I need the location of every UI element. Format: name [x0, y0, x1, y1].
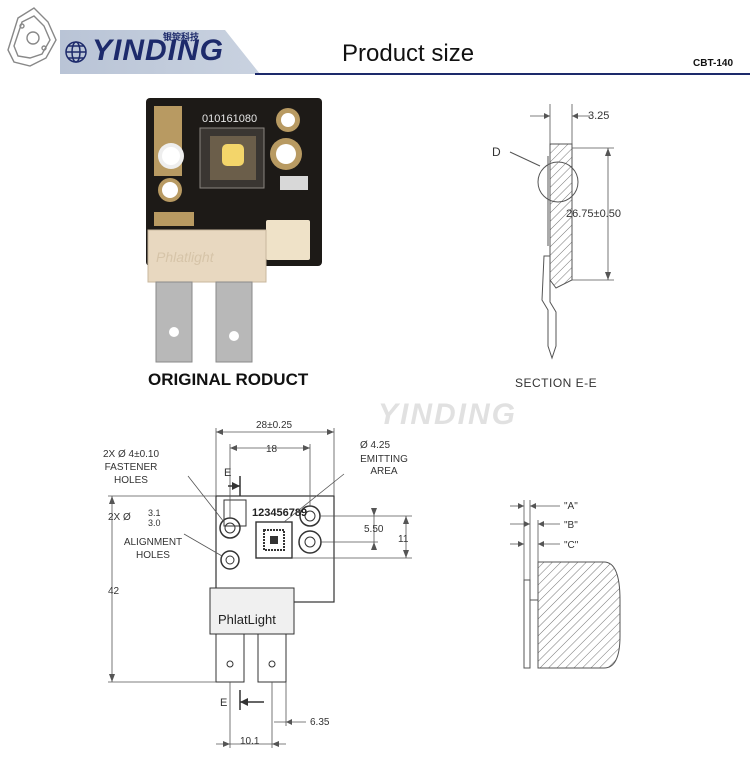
- header-banner: [7, 7, 750, 75]
- connector-brand-text: PhlatLight: [218, 612, 276, 627]
- alignment-holes-prefix: 2X Ø: [108, 512, 131, 523]
- alignment-tolerance-lower: 3.0: [148, 518, 161, 528]
- photo-connector-brand: Phlatlight: [156, 249, 215, 265]
- brand-logo-text: YINDING: [92, 34, 225, 67]
- model-code: CBT-140: [693, 58, 734, 69]
- globe-logo-icon: [65, 41, 87, 63]
- product-photo: 010161080 Phlatlight: [146, 98, 322, 363]
- alignment-holes-label: ALIGNMENT HOLES: [123, 537, 183, 561]
- detail-label-a: "A": [564, 501, 578, 512]
- dim-10-1: 10.1: [240, 736, 260, 747]
- detail-label-b: "B": [564, 520, 578, 531]
- watermark-text: YINDING: [378, 398, 518, 431]
- dim-thickness: 3.25: [588, 110, 609, 122]
- page-title: Product size: [342, 40, 475, 67]
- section-marker-bottom: E: [220, 697, 227, 709]
- emitting-area-label: EMITTING AREA: [360, 454, 408, 477]
- emitter-diameter-label: Ø 4.25: [360, 440, 391, 451]
- section-view-drawing: 3.25 26.75±0.50 D: [492, 104, 621, 360]
- dim-overall-width: 28±0.25: [256, 420, 293, 431]
- section-caption: SECTION E-E: [515, 376, 598, 390]
- detail-label-c: "C": [564, 540, 579, 551]
- dim-6-35: 6.35: [310, 717, 330, 728]
- section-marker-top: E: [224, 467, 231, 479]
- alignment-tolerance-upper: 3.1: [148, 508, 161, 518]
- detail-view-drawing: "A" "B" "C": [510, 500, 621, 669]
- fastener-holes-label: 2X Ø 4±0.10 FASTENER HOLES: [102, 449, 160, 486]
- dim-hole-spacing: 18: [266, 444, 278, 455]
- dimensioned-drawing: PhlatLight 123456789 28±0.25 18 42 5.50 …: [108, 420, 412, 748]
- alignment-hole: [220, 550, 240, 570]
- drawing-serial-text: 123456789: [252, 507, 307, 519]
- product-caption: ORIGINAL RODUCT: [148, 370, 309, 389]
- brand-chinese-name: 银锭科技: [163, 32, 200, 42]
- dim-5-50: 5.50: [364, 524, 384, 535]
- photo-serial-text: 010161080: [202, 113, 257, 125]
- ornament-icon: [7, 7, 57, 67]
- detail-d-circle: [537, 161, 579, 203]
- dim-11: 11: [398, 534, 409, 545]
- dim-height-42: 42: [108, 586, 120, 597]
- dim-height: 26.75±0.50: [566, 208, 621, 220]
- detail-label-d: D: [492, 145, 501, 159]
